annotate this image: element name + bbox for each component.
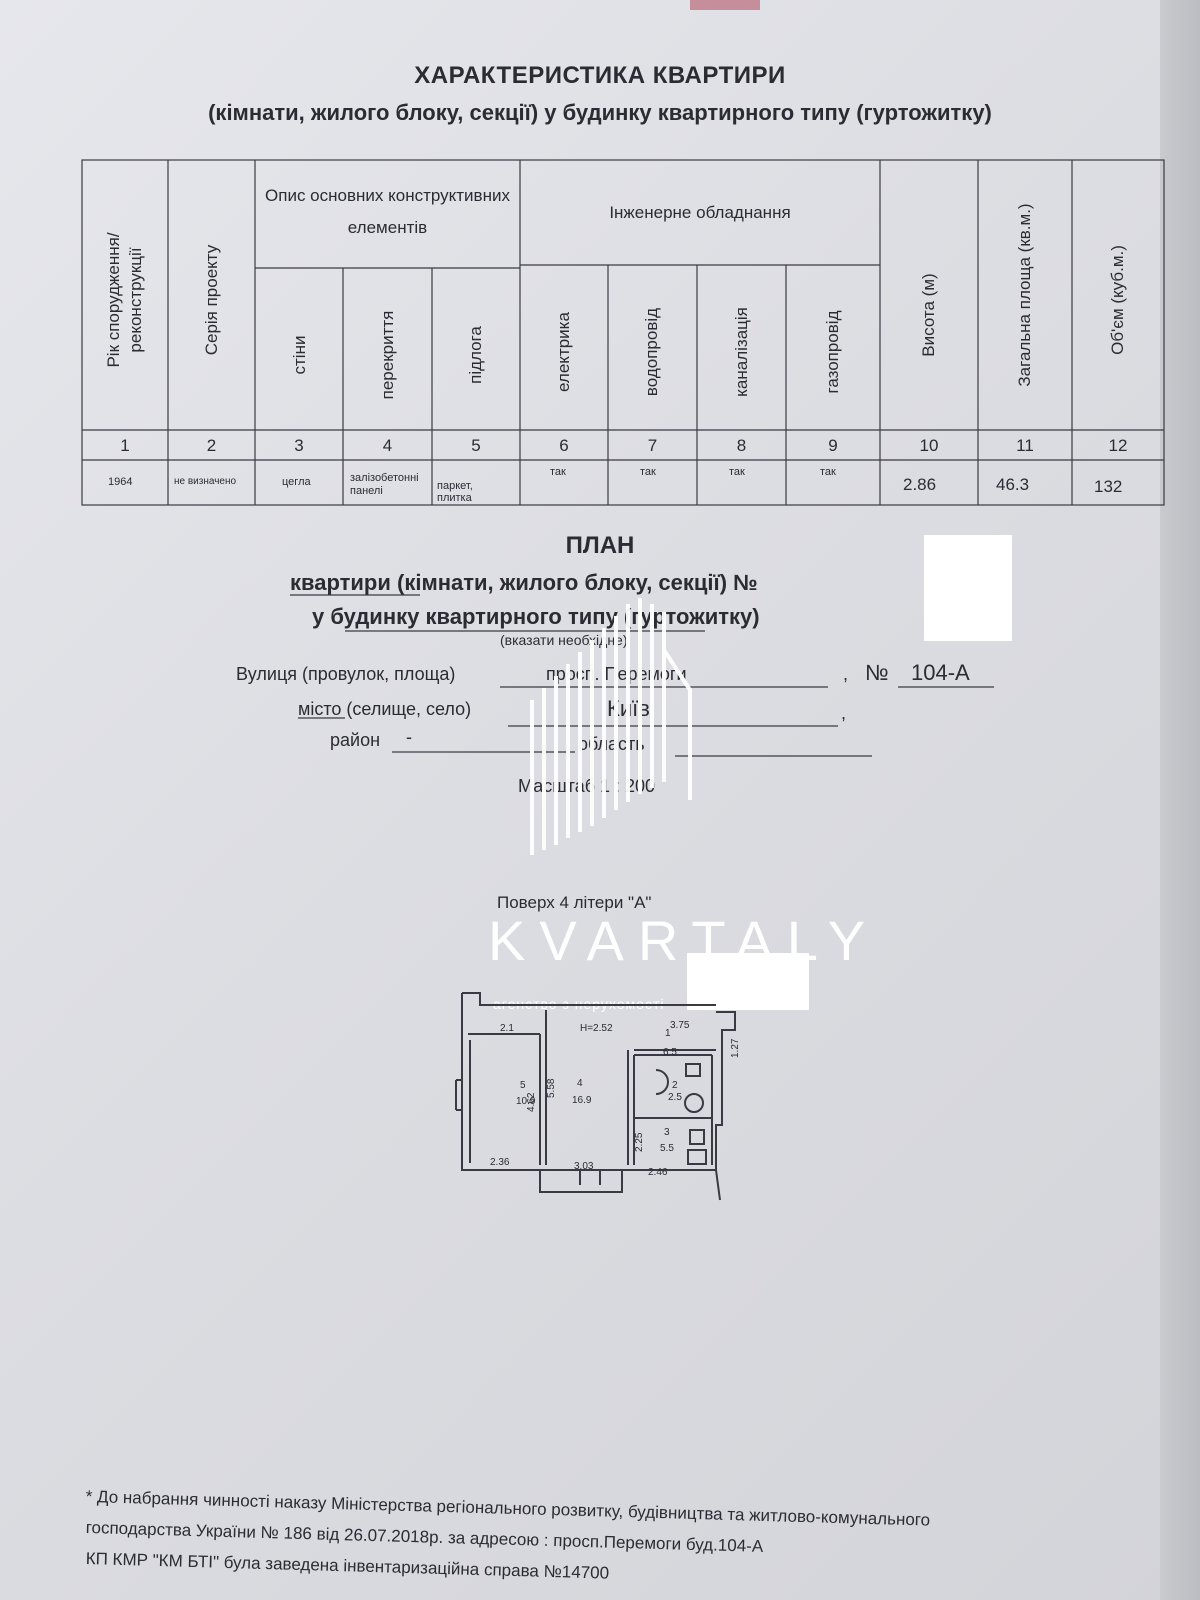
page-edge-shadow — [1160, 0, 1200, 1600]
fp-dim: 3.75 — [670, 1020, 690, 1031]
col-number: 6 — [559, 436, 569, 455]
fp-dim: 2.46 — [648, 1167, 668, 1178]
cell-water: так — [640, 466, 656, 478]
fp-room-area: 10.9 — [516, 1096, 536, 1107]
col-number: 7 — [647, 436, 658, 455]
fp-room-number: 1 — [665, 1028, 671, 1039]
redaction-box — [687, 953, 809, 1010]
cell-slab-line2: панелі — [350, 485, 383, 497]
cell-gas: так — [820, 466, 836, 478]
background-strip — [690, 0, 760, 10]
cell-slab-line1: залізобетонні — [350, 472, 419, 484]
cell-electric: так — [550, 466, 566, 478]
city-label: місто (селище, село) — [298, 699, 472, 719]
document-title: ХАРАКТЕРИСТИКА КВАРТИРИ — [414, 62, 786, 89]
col-number: 2 — [206, 436, 217, 455]
header-engineering-group: Інженерне обладнання — [609, 203, 791, 222]
fp-dim: 1.27 — [730, 1038, 741, 1058]
fp-room-number: 4 — [577, 1078, 583, 1089]
plan-title: ПЛАН — [565, 532, 635, 559]
characteristics-table-grid — [81, 159, 1165, 506]
scale-text: Масштаб 1 : 200 — [518, 776, 656, 796]
fp-dim: 3.03 — [574, 1161, 594, 1172]
fp-height: Н=2.52 — [580, 1023, 613, 1034]
fp-room-number: 5 — [520, 1080, 526, 1091]
redaction-box — [924, 535, 1012, 641]
plan-note: (вказати необхідне) — [500, 632, 628, 648]
district-label: район — [330, 730, 381, 750]
fp-room-area: 6.5 — [663, 1047, 677, 1058]
street-label: Вулиця (провулок, площа) — [236, 664, 456, 684]
house-number-value: 104-А — [911, 660, 970, 685]
col-number: 8 — [736, 436, 747, 455]
cell-sewer: так — [729, 466, 745, 478]
fp-room-number: 3 — [664, 1127, 670, 1138]
col-number: 3 — [294, 436, 304, 455]
cell-area: 46.3 — [996, 475, 1030, 494]
fp-room-area: 2.5 — [668, 1092, 682, 1103]
cell-year: 1964 — [108, 476, 133, 488]
floor-caption: Поверх 4 літери "А" — [497, 893, 652, 912]
house-number-label: № — [865, 660, 889, 685]
fp-dim: 2.25 — [634, 1132, 645, 1152]
fp-room-area: 5.5 — [660, 1143, 674, 1154]
col-number: 9 — [828, 436, 838, 455]
col-number: 1 — [120, 436, 130, 455]
col-number: 11 — [1016, 436, 1034, 455]
document-subtitle: (кімнати, жилого блоку, секції) у будинк… — [208, 100, 992, 125]
fp-dim: 2.36 — [490, 1157, 510, 1168]
col-number: 12 — [1108, 436, 1128, 455]
plan-line1: квартири (кімнати, жилого блоку, секції)… — [290, 570, 758, 595]
fp-dim: 4.62 — [526, 1092, 537, 1112]
col-number: 4 — [382, 436, 393, 455]
fp-room-number: 2 — [672, 1080, 678, 1091]
fp-room-area: 16.9 — [572, 1095, 592, 1106]
cell-height: 2.86 — [903, 475, 937, 494]
header-construction-group: Опис основних конструктивних елементів — [265, 186, 510, 237]
cell-volume: 132 — [1094, 477, 1123, 496]
col-number: 10 — [919, 436, 939, 455]
cell-floor-line1: паркет, — [437, 480, 473, 492]
plan-line2: у будинку квартирного типу (гуртожитку) — [312, 604, 760, 629]
cell-floor-line2: плитка — [437, 492, 472, 504]
cell-series: не визначено — [174, 476, 237, 487]
fp-dim: 2.1 — [500, 1023, 514, 1034]
col-number: 5 — [471, 436, 481, 455]
fp-dim: 5.58 — [546, 1078, 557, 1098]
cell-walls: цегла — [282, 476, 311, 488]
district-value: - — [406, 727, 412, 747]
